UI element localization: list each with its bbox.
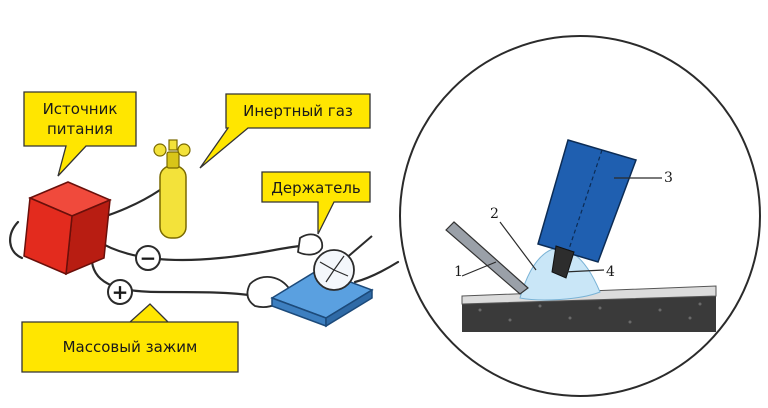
detail-number-3: 3 — [664, 170, 673, 186]
detail-torch — [537, 139, 637, 279]
negative-cable — [94, 238, 302, 262]
plus-sign: + — [112, 280, 129, 304]
electrode-holder — [313, 235, 373, 291]
leader-2 — [499, 221, 537, 271]
cables — [9, 188, 400, 298]
mains-cable — [9, 220, 24, 260]
plus-terminal: + — [107, 279, 133, 305]
ground-clamp-label: Массовый зажим — [63, 338, 198, 356]
leader-1 — [461, 261, 497, 277]
minus-sign: − — [140, 246, 157, 270]
power-source-label-line1: Источник — [43, 100, 118, 118]
inert-gas-label: Инертный газ — [243, 102, 353, 120]
callout-inert-gas: Инертный газ — [199, 93, 371, 169]
leader-4 — [563, 269, 605, 273]
detail-number-2: 2 — [490, 206, 499, 222]
gas-cylinder — [153, 139, 191, 239]
positive-cable — [90, 260, 257, 298]
detail-magnifier: 1 2 3 4 — [399, 35, 761, 397]
callout-power-source: Источник питания — [23, 91, 137, 177]
power-source-box — [23, 181, 112, 276]
detail-number-1: 1 — [454, 264, 463, 280]
minus-terminal: − — [135, 245, 161, 271]
holder-clip — [297, 233, 324, 256]
filler-rod — [445, 221, 529, 295]
detail-number-4: 4 — [606, 264, 615, 280]
callout-ground-clamp: Массовый зажим — [21, 303, 239, 373]
callout-holder: Держатель — [261, 171, 371, 235]
power-source-label-line2: питания — [47, 120, 113, 138]
holder-to-detail-line — [353, 260, 400, 284]
holder-label: Держатель — [271, 179, 361, 197]
